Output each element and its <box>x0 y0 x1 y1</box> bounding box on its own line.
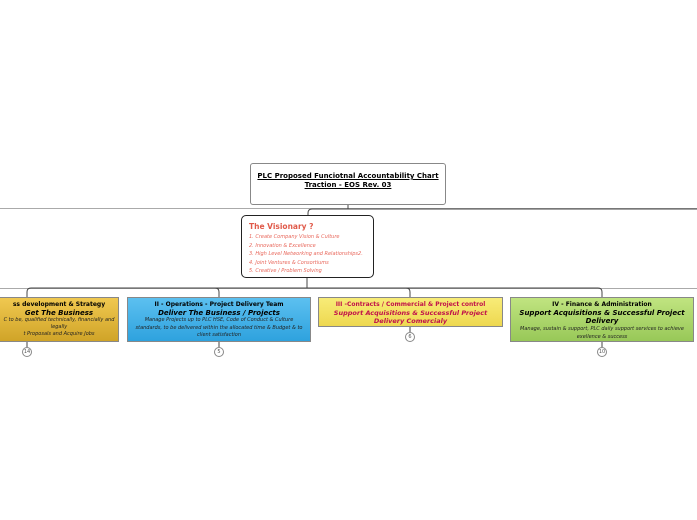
dept-heading: III -Contracts / Commercial & Project co… <box>335 301 486 308</box>
contracts-node[interactable]: III -Contracts / Commercial & Project co… <box>318 297 503 327</box>
visionary-item: 4. Joint Ventures & Consortiums <box>249 259 329 266</box>
dept-subtitle: Get The Business <box>24 309 94 317</box>
visionary-node[interactable]: The Visionary ? 1. Create Company Vision… <box>241 215 374 278</box>
finance-node[interactable]: IV - Finance & Administration Support Ac… <box>510 297 694 342</box>
visionary-item: 1. Create Company Vision & Culture <box>249 234 340 240</box>
child-count-badge[interactable]: 6 <box>405 332 415 342</box>
visionary-item: 5. Creative / Problem Solving <box>249 268 322 274</box>
dept-subtitle: Deliver The Business / Projects <box>158 309 280 317</box>
visionary-item: 2. Innovation & Excellence <box>249 242 316 249</box>
dept-subtitle: Support Acquisitions & Successful Projec… <box>519 309 685 325</box>
child-count-badge[interactable]: 14 <box>22 347 32 357</box>
child-count-badge[interactable]: 5 <box>214 347 224 357</box>
visionary-item: 3. High Level Networking and Relationshi… <box>249 251 363 257</box>
visionary-heading: The Visionary ? <box>249 222 314 231</box>
dept-desc: t Proposals and Acquire Jobs <box>23 331 95 337</box>
child-count-badge[interactable]: 10 <box>597 347 607 357</box>
dept-heading: II - Operations - Project Delivery Team <box>154 301 284 308</box>
dept-desc: C to be, qualified technically, financia… <box>3 317 115 330</box>
operations-node[interactable]: II - Operations - Project Delivery Team … <box>127 297 311 342</box>
chart-title-node[interactable]: PLC Proposed Funciotnal Accountability C… <box>250 163 446 205</box>
title-line2: Traction - EOS Rev. 03 <box>304 181 392 189</box>
dept-desc: Manage Projects up to PLC HSE, Code of C… <box>135 317 303 338</box>
dept-desc: Manage, sustain & support, PLC daily sup… <box>520 326 684 340</box>
dept-subtitle: Support Acquisitions & Successful Projec… <box>333 309 488 325</box>
dept-heading: ss development & Strategy <box>12 301 106 308</box>
title-line1: PLC Proposed Funciotnal Accountability C… <box>257 172 439 180</box>
business-development-node[interactable]: ss development & Strategy Get The Busine… <box>0 297 119 342</box>
dept-heading: IV - Finance & Administration <box>552 301 652 308</box>
